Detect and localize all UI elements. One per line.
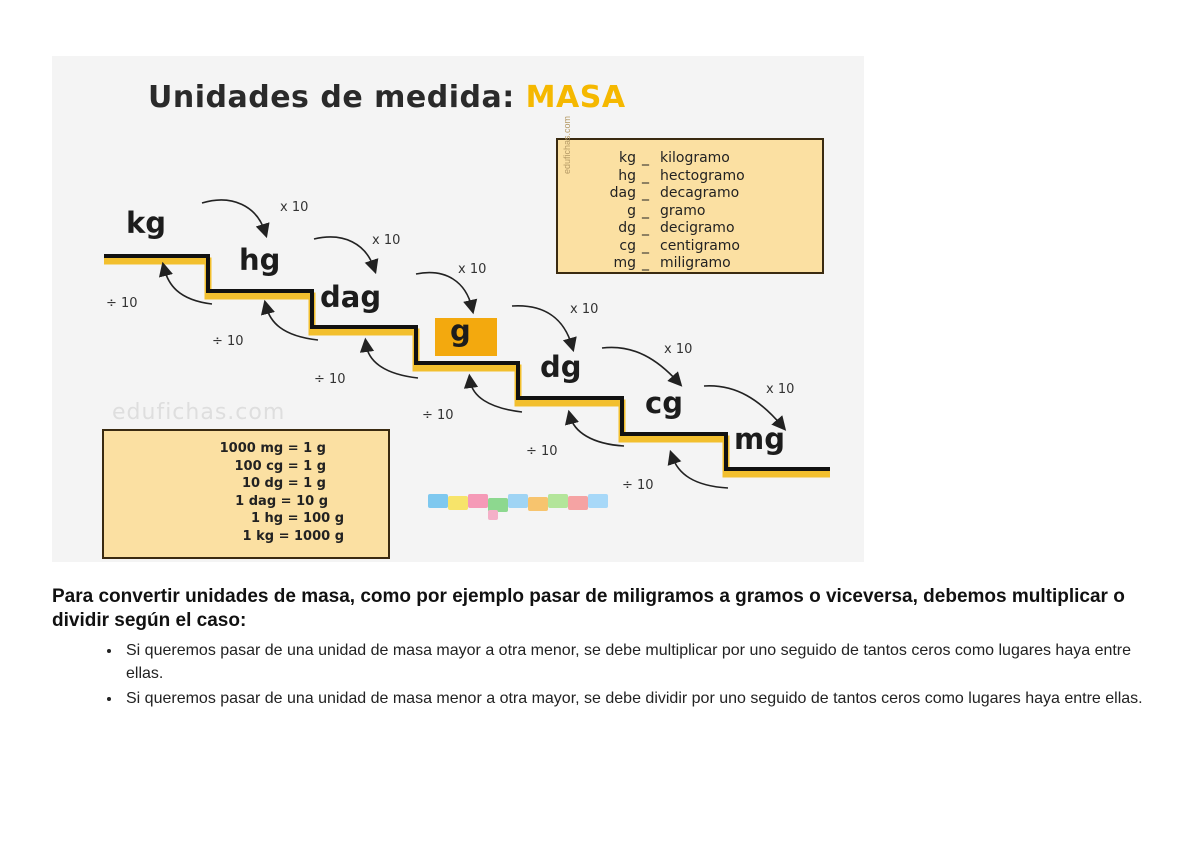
divide-arrow — [564, 409, 625, 447]
legend-name: kilogramo — [660, 150, 730, 166]
legend-abbr: hg — [618, 167, 636, 184]
legend-separator: _ — [642, 255, 649, 271]
figure-title: Unidades de medida: MASA — [148, 80, 626, 115]
equivalence-row: 10 dg = 1 g — [241, 476, 326, 491]
multiply-arrow — [415, 271, 478, 315]
legend-abbr: mg — [613, 255, 636, 271]
legend-separator: _ — [642, 220, 649, 236]
unit-hg-label: hg — [239, 243, 281, 277]
legend-row: g _ gramo — [558, 203, 826, 220]
legend-name: decagramo — [660, 185, 740, 201]
multiply-arrow — [601, 346, 683, 387]
divide-arrow — [260, 299, 319, 341]
multiply-arrows — [201, 199, 787, 431]
equivalence-row: 1000 mg = 1 g — [219, 441, 326, 456]
equivalence-row: 100 cg = 1 g — [234, 458, 327, 474]
divide-label: ÷ 10 — [526, 444, 558, 459]
multiply-label: x 10 — [664, 342, 693, 357]
multiply-arrow — [703, 385, 787, 431]
legend-name: gramo — [660, 202, 706, 219]
divide-label: ÷ 10 — [622, 478, 654, 493]
rule-list-item: Si queremos pasar de una unidad de masa … — [122, 687, 1152, 710]
divide-arrow — [463, 373, 523, 413]
legend-separator: _ — [642, 150, 649, 166]
multiply-arrow — [313, 236, 379, 275]
legend-separator: _ — [642, 237, 649, 254]
legend-name: miligramo — [660, 255, 731, 271]
legend-row: hg _ hectogramo — [558, 168, 826, 185]
multiply-arrow — [511, 305, 577, 353]
legend-name: hectogramo — [660, 167, 745, 184]
multiply-label: x 10 — [372, 233, 401, 248]
unit-g-label: g — [450, 314, 471, 348]
unit-cg-label: cg — [645, 386, 683, 420]
intro-paragraph: Para convertir unidades de masa, como po… — [52, 586, 1125, 631]
multiply-label: x 10 — [570, 302, 599, 317]
equivalence-row: 1 kg = 1000 g — [242, 528, 344, 544]
legend-separator: _ — [642, 202, 649, 219]
multiply-label: x 10 — [280, 200, 309, 215]
divide-label: ÷ 10 — [314, 372, 346, 387]
equivalence-row: 1 dag = 10 g — [235, 493, 328, 509]
divide-label: ÷ 10 — [106, 296, 138, 311]
watermark-text: edufichas.com — [112, 400, 286, 425]
multiply-label: x 10 — [458, 262, 487, 277]
staircase-diagram — [104, 199, 830, 489]
divide-arrow — [158, 261, 213, 305]
figure-title-accent: MASA — [525, 80, 626, 115]
legend-row: cg _ centigramo — [558, 238, 826, 255]
legend-abbr: g — [627, 202, 636, 219]
divide-arrow — [667, 449, 729, 489]
unit-kg-label: kg — [126, 206, 167, 240]
divide-arrows — [158, 261, 729, 489]
legend-name: decigramo — [660, 220, 735, 236]
rules-list: Si queremos pasar de una unidad de masa … — [52, 639, 1152, 710]
divide-label: ÷ 10 — [422, 408, 454, 423]
rule-list-item: Si queremos pasar de una unidad de masa … — [122, 639, 1152, 685]
legend-row: kg _ kilogramo — [558, 150, 826, 167]
multiply-label: x 10 — [766, 382, 795, 397]
equivalences-box: 1000 mg = 1 g 100 cg = 1 g 10 dg = 1 g 1 da… — [102, 429, 390, 559]
legend-name: centigramo — [660, 237, 740, 254]
legend-row: mg _ miligramo — [558, 255, 826, 272]
divide-arrow — [359, 337, 419, 379]
text-section: Para convertir unidades de masa, como po… — [52, 585, 1152, 712]
legend-abbr: dg — [618, 220, 636, 236]
equivalence-row: 1 hg = 100 g — [250, 511, 344, 526]
staircase-line — [104, 254, 830, 471]
gram-highlight-box — [435, 318, 497, 356]
legend-abbr: cg — [619, 237, 636, 254]
legend-row: dg _ decigramo — [558, 220, 826, 237]
divide-label: ÷ 10 — [212, 334, 244, 349]
unit-dag-label: dag — [320, 280, 382, 314]
legend-row: dag _ decagramo — [558, 185, 826, 202]
figure-title-main: Unidades de medida: — [148, 80, 526, 115]
unit-mg-label: mg — [734, 422, 785, 456]
legend-abbr: dag — [609, 185, 636, 201]
staircase-shadow — [104, 257, 830, 478]
legend-separator: _ — [642, 167, 649, 184]
legend-abbr: kg — [619, 150, 636, 166]
unit-dg-label: dg — [540, 350, 582, 384]
legend-separator: _ — [642, 185, 649, 201]
multiply-arrow — [201, 199, 270, 239]
